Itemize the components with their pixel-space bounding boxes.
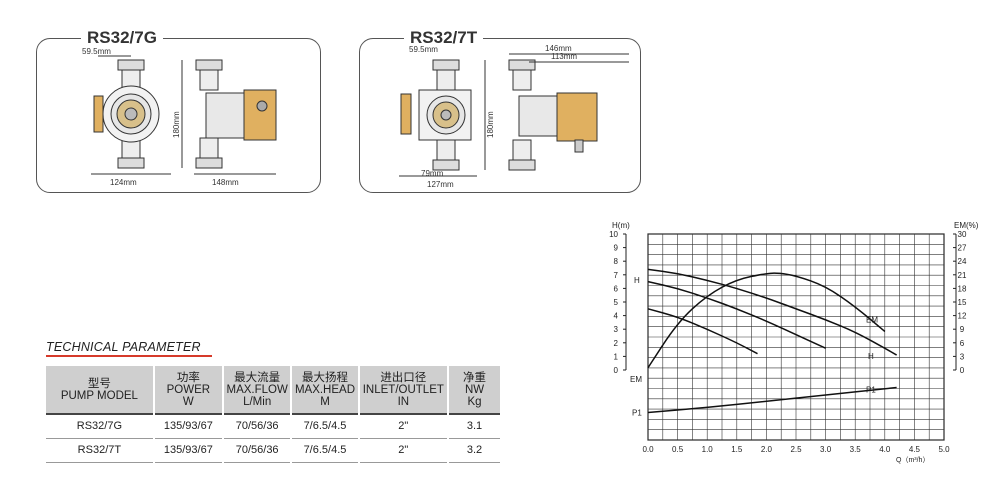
y-tick-label: 9 xyxy=(614,244,619,253)
series-line xyxy=(647,272,886,369)
y2-tick-label: 18 xyxy=(958,284,967,293)
cell-weight: 3.1 xyxy=(448,413,502,439)
x-tick-label: 0.5 xyxy=(672,445,684,454)
y2-tick-label: 6 xyxy=(960,339,965,348)
cell-power: 135/93/67 xyxy=(153,413,224,439)
cell-head: 7/6.5/4.5 xyxy=(291,413,360,439)
y-tick-label: 3 xyxy=(614,325,619,334)
x-tick-label: 1.0 xyxy=(702,445,714,454)
y-tick-label: 2 xyxy=(614,339,619,348)
x-tick-label: 2.0 xyxy=(761,445,773,454)
pump-drawing-t: 59.5mm 180mm 79mm 127mm 146mm 113mm xyxy=(399,44,629,189)
cell-inlet: 2" xyxy=(358,438,450,463)
y-axis-label: H(m) xyxy=(612,221,630,230)
cell-weight: 3.2 xyxy=(448,438,502,463)
y-tick-label: 0 xyxy=(614,366,619,375)
heading-underline xyxy=(46,355,212,357)
x-tick-label: 0.0 xyxy=(642,445,654,454)
dim-front-width-t: 127mm xyxy=(427,180,454,189)
dim-side-inner-t: 113mm xyxy=(551,52,577,61)
label-left-h: H xyxy=(634,276,640,285)
label-right-p1: P1 xyxy=(866,386,876,395)
cell-power: 135/93/67 xyxy=(153,438,224,463)
cell-flow: 70/56/36 xyxy=(222,438,293,463)
x-tick-label: 4.5 xyxy=(909,445,921,454)
panel-title-g: RS32/7G xyxy=(81,28,163,48)
cell-flow: 70/56/36 xyxy=(222,413,293,439)
label-right-h: H xyxy=(868,352,874,361)
cell-inlet: 2" xyxy=(358,413,450,439)
y-tick-label: 10 xyxy=(609,230,618,239)
dim-height-t: 180mm xyxy=(486,111,495,138)
dim-top-g: 59.5mm xyxy=(82,47,111,56)
y-tick-label: 5 xyxy=(614,298,619,307)
series-line xyxy=(647,268,898,356)
label-right-em: EM xyxy=(866,315,878,324)
technical-parameter-heading: TECHNICAL PARAMETER xyxy=(46,340,201,354)
y-tick-label: 7 xyxy=(614,271,619,280)
y-tick-label: 8 xyxy=(614,257,619,266)
dim-side-width-g: 148mm xyxy=(212,178,239,187)
y2-tick-label: 21 xyxy=(958,271,967,280)
dim-inner-small-t: 79mm xyxy=(421,169,444,178)
x-tick-label: 2.5 xyxy=(790,445,802,454)
x-tick-label: 1.5 xyxy=(731,445,743,454)
series-line xyxy=(647,386,897,414)
cell-model: RS32/7G xyxy=(46,413,155,439)
y2-tick-label: 0 xyxy=(960,366,965,375)
panel-title-t: RS32/7T xyxy=(404,28,484,48)
cell-head: 7/6.5/4.5 xyxy=(291,438,360,463)
y-tick-label: 1 xyxy=(614,352,619,361)
dim-top-t: 59.5mm xyxy=(409,45,438,54)
dim-height-g: 180mm xyxy=(172,111,181,138)
y-tick-label: 6 xyxy=(614,284,619,293)
y-tick-label: 4 xyxy=(614,312,619,321)
table-row: RS32/7G 135/93/67 70/56/36 7/6.5/4.5 2" … xyxy=(46,413,502,439)
series-line xyxy=(647,308,758,355)
y2-tick-label: 12 xyxy=(958,312,967,321)
y2-tick-label: 3 xyxy=(960,352,965,361)
y2-tick-label: 30 xyxy=(958,230,967,239)
series-line xyxy=(647,280,826,349)
pump-drawing-g: 59.5mm 180mm 124mm 148mm xyxy=(82,47,277,187)
x-tick-label: 4.0 xyxy=(879,445,891,454)
x-axis-label: Q（m³/h） xyxy=(896,456,929,464)
label-left-em: EM xyxy=(630,375,642,384)
dim-front-width-g: 124mm xyxy=(110,178,137,187)
y2-tick-label: 24 xyxy=(958,257,967,266)
table-row: RS32/7T 135/93/67 70/56/36 7/6.5/4.5 2" … xyxy=(46,438,502,463)
x-tick-label: 5.0 xyxy=(938,445,950,454)
performance-chart: 012345678910H(m)036912151821242730EM(%)0… xyxy=(609,221,979,464)
y2-axis-label: EM(%) xyxy=(954,221,979,230)
x-tick-label: 3.0 xyxy=(820,445,832,454)
y2-tick-label: 9 xyxy=(960,325,965,334)
dim-side-total-t: 146mm xyxy=(545,44,572,53)
y2-tick-label: 15 xyxy=(958,298,967,307)
x-tick-label: 3.5 xyxy=(850,445,862,454)
y2-tick-label: 27 xyxy=(958,244,967,253)
label-left-p1: P1 xyxy=(632,409,642,418)
cell-model: RS32/7T xyxy=(46,438,155,463)
